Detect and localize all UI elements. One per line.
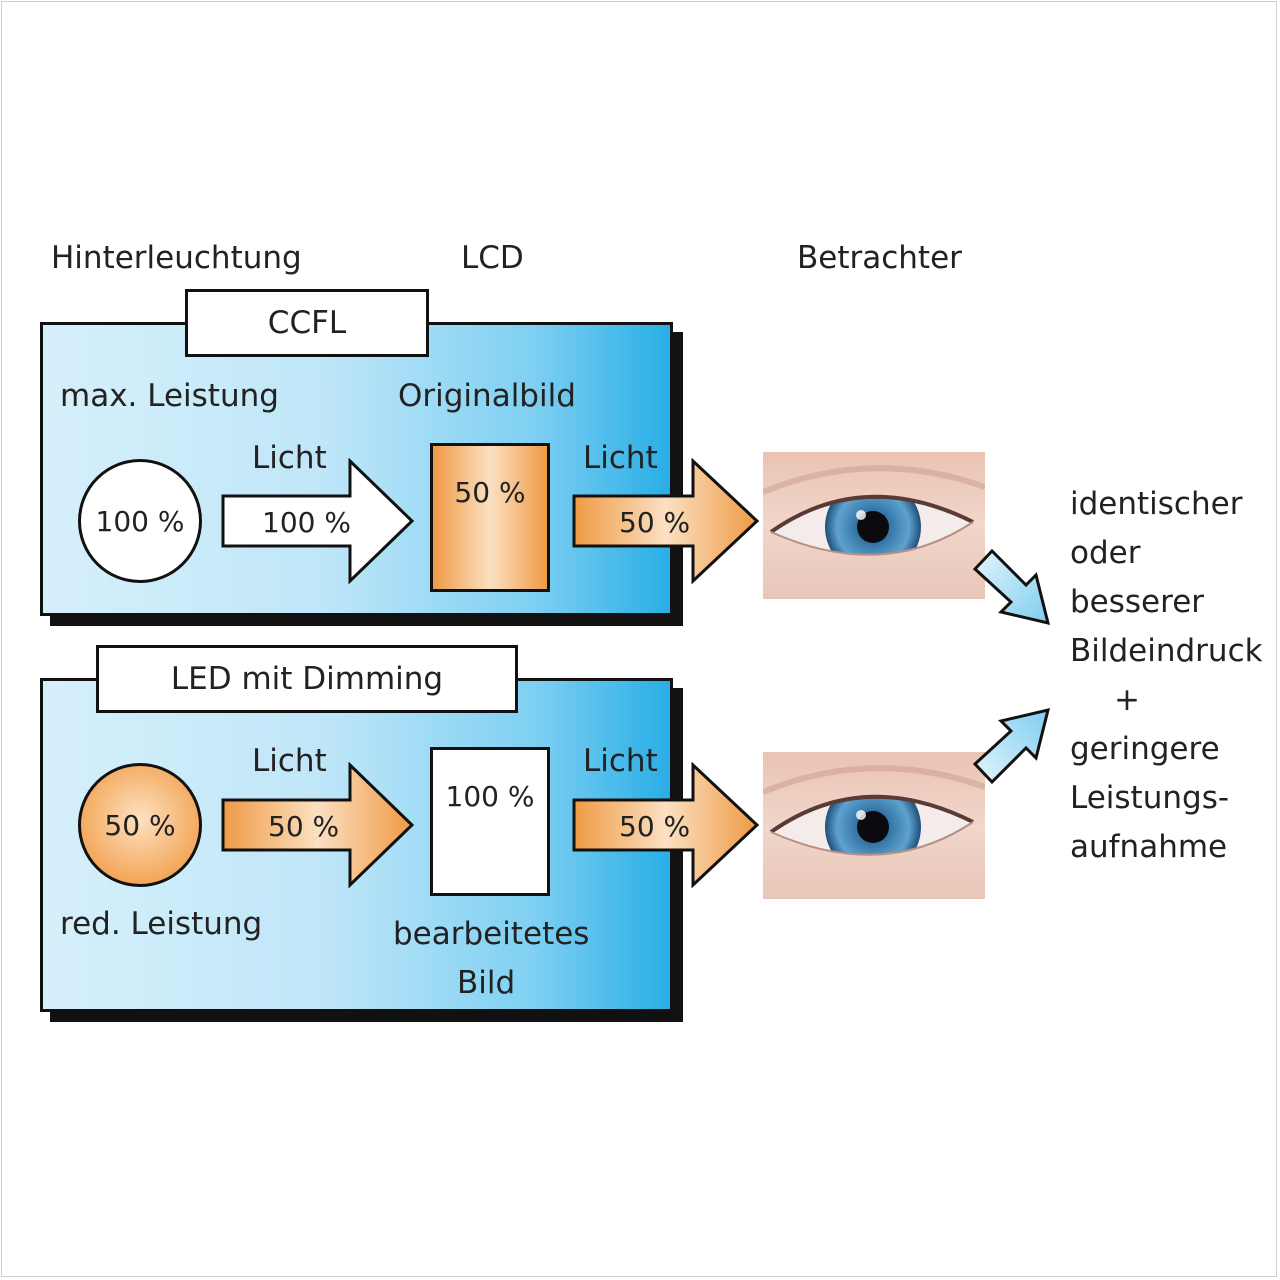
label-light-out-led: Licht <box>583 743 658 779</box>
result-line: oder <box>1070 535 1141 571</box>
label-original-image: Originalbild <box>398 378 576 414</box>
result-line: identischer <box>1070 486 1243 522</box>
result-plus: + <box>1114 682 1140 718</box>
eye-icon <box>763 452 985 599</box>
arrow-light-50-value: 50 % <box>268 810 340 843</box>
diagonal-arrow-icon <box>968 703 1058 788</box>
label-processed-image-1: bearbeitetes <box>393 916 590 952</box>
diagonal-arrow-icon <box>968 545 1058 630</box>
label-light-out: Licht <box>583 440 658 476</box>
label-reduced-power: red. Leistung <box>60 906 263 942</box>
header-viewer: Betrachter <box>797 240 962 276</box>
tag-ccfl: CCFL <box>185 289 429 357</box>
header-lcd: LCD <box>461 240 524 276</box>
result-line: aufnahme <box>1070 829 1228 865</box>
arrow-light-100-value: 100 % <box>262 506 351 539</box>
backlight-source-100: 100 % <box>78 459 202 583</box>
result-line: Bildeindruck <box>1070 633 1263 669</box>
result-line: Leistungs- <box>1070 780 1230 816</box>
arrow-light-out-led-50: 50 % <box>571 762 761 888</box>
result-line: geringere <box>1070 731 1220 767</box>
lcd-processed-100: 100 % <box>430 747 550 896</box>
arrow-light-out-50-value: 50 % <box>619 506 691 539</box>
lcd-original-50: 50 % <box>430 443 550 592</box>
header-backlight: Hinterleuchtung <box>51 240 302 276</box>
backlight-source-50: 50 % <box>78 763 202 887</box>
eye-icon <box>763 752 985 899</box>
result-text: identischer oder besserer Bildeindruck +… <box>1070 480 1263 872</box>
label-processed-image-2: Bild <box>457 965 516 1001</box>
arrow-light-out-50: 50 % <box>571 458 761 584</box>
tag-led-dimming: LED mit Dimming <box>96 645 518 713</box>
result-line: besserer <box>1070 584 1205 620</box>
arrow-light-out-led-50-value: 50 % <box>619 810 691 843</box>
label-light-in-led: Licht <box>252 743 327 779</box>
arrow-light-50: 50 % <box>220 762 416 888</box>
arrow-light-100: 100 % <box>220 458 416 584</box>
label-max-power: max. Leistung <box>60 378 279 414</box>
label-light-in: Licht <box>252 440 327 476</box>
